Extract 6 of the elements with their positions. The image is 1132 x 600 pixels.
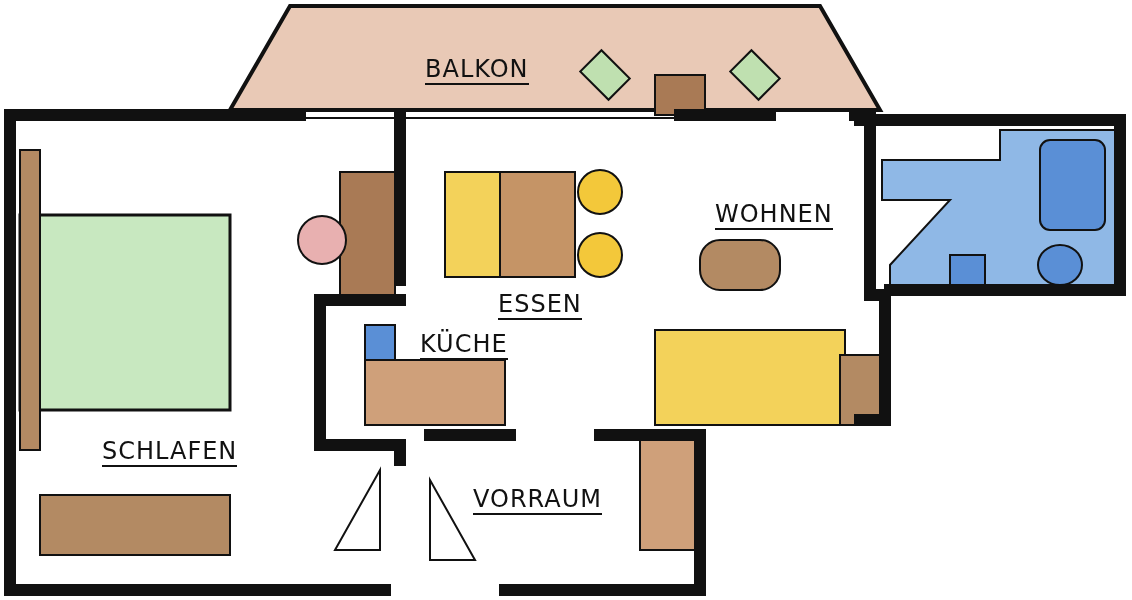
balcony-label: BALKON <box>425 55 529 85</box>
hallway-label: VORRAUM <box>473 485 602 515</box>
bedroom-label: SCHLAFEN <box>102 437 238 467</box>
living-room-label: WOHNEN <box>715 200 833 230</box>
dining-label: ESSEN <box>498 290 582 320</box>
kitchen-label: KÜCHE <box>420 330 508 360</box>
